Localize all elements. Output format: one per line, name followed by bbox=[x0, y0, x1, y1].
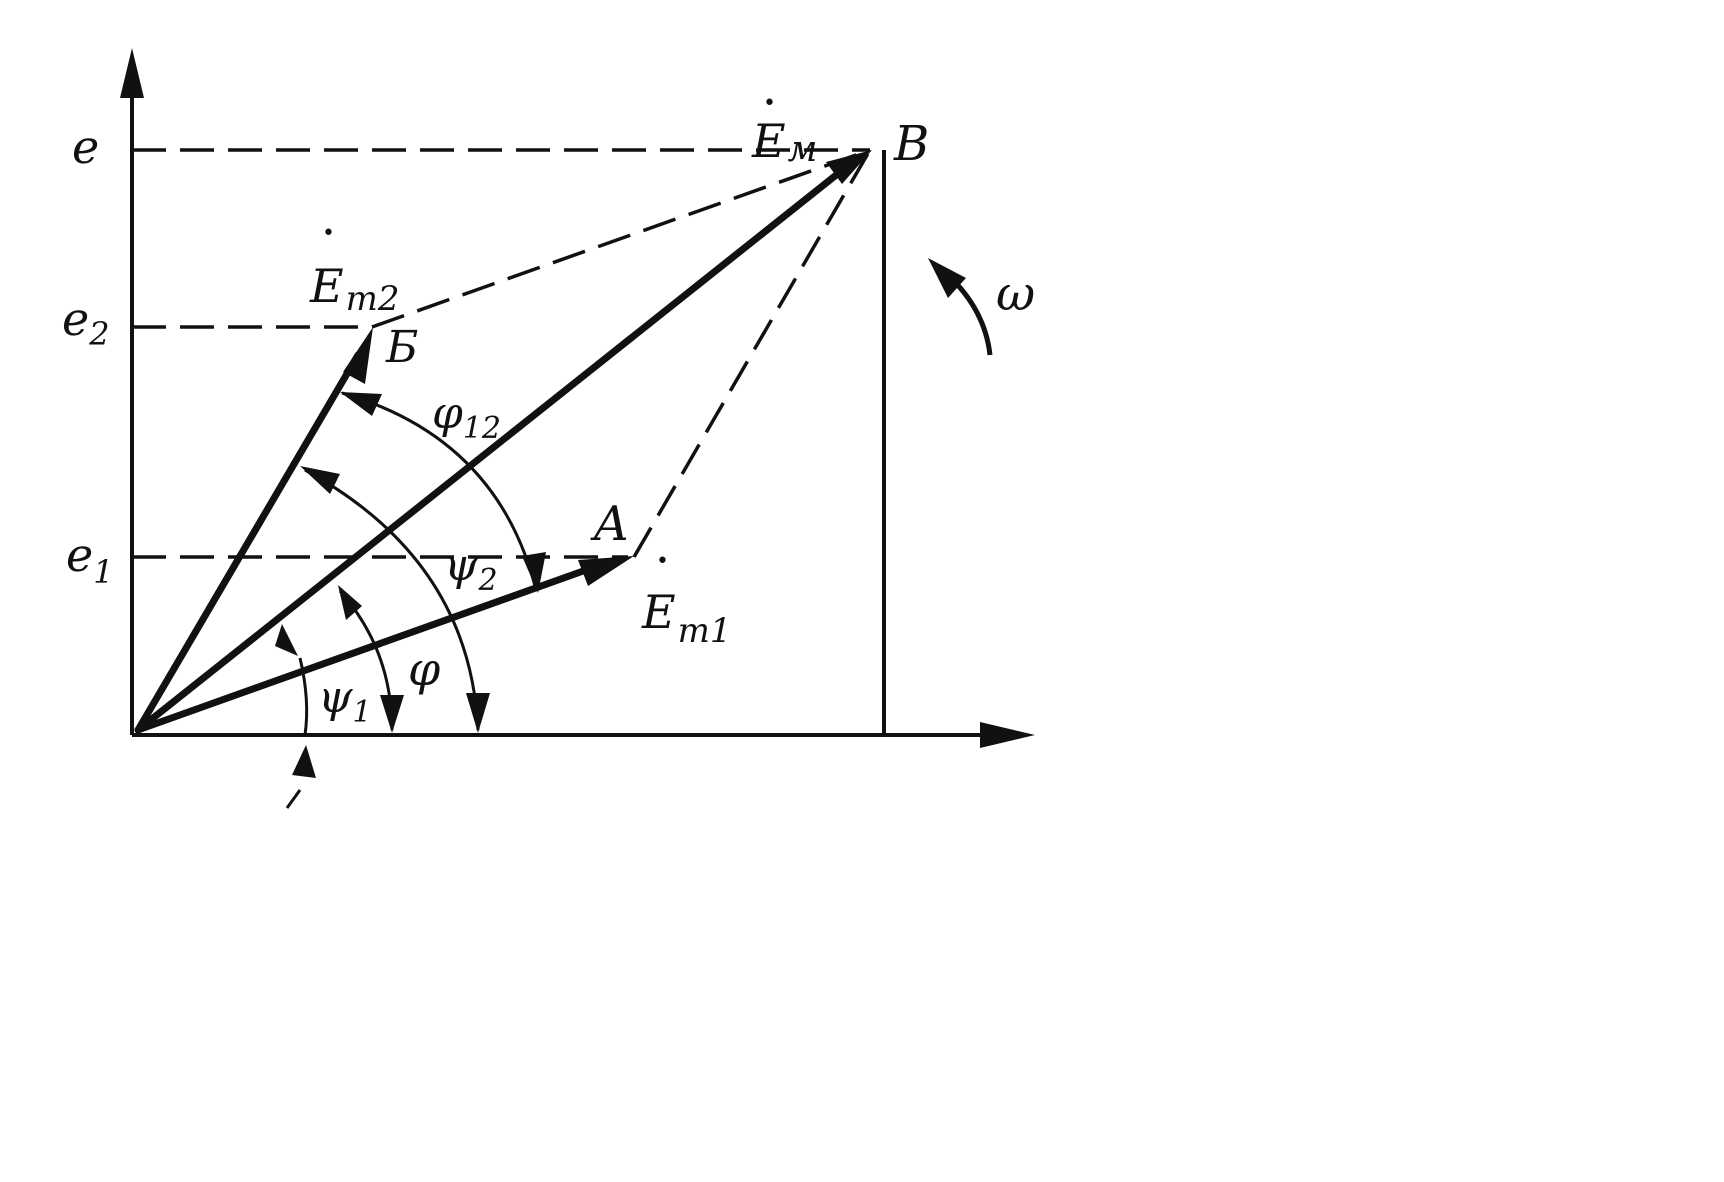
vector-em-dot: • bbox=[763, 91, 776, 116]
rotation-arrowhead bbox=[928, 258, 966, 298]
vector-em bbox=[134, 164, 849, 734]
vector-em-arrowhead bbox=[826, 150, 872, 184]
point-label-v: В bbox=[893, 116, 929, 172]
y-label-e1: e1 bbox=[66, 528, 114, 591]
parallelogram-side-a-v bbox=[632, 149, 872, 558]
angle-arc-phi12 bbox=[341, 391, 538, 591]
vector-em2-label: Em2 bbox=[309, 259, 399, 319]
angle-arc-phi-arrowhead-top bbox=[300, 466, 340, 494]
vector-em-label: Eм bbox=[751, 114, 817, 170]
vector-em1-dot: • bbox=[656, 549, 669, 574]
angle-label-phi12: φ12 bbox=[432, 388, 501, 446]
y-label-e2: e2 bbox=[62, 292, 110, 353]
angle-arc-phi1-tick bbox=[285, 789, 302, 809]
omega-label: ω bbox=[996, 266, 1035, 322]
angle-arc-phi1 bbox=[298, 657, 309, 736]
x-axis-arrowhead bbox=[980, 722, 1035, 748]
vector-em2-dot: • bbox=[322, 221, 335, 246]
point-label-a: A bbox=[590, 496, 629, 552]
angle-arc-phi-arrowhead-bottom bbox=[466, 693, 490, 733]
parallelogram-side-b-v bbox=[371, 148, 871, 329]
angle-arc-phi2-arrowhead-bottom bbox=[380, 695, 404, 733]
y-axis-arrowhead bbox=[120, 48, 144, 98]
angle-arc-phi12-arrowhead-bottom bbox=[522, 552, 546, 593]
angle-label-phi2: ψ2 bbox=[444, 540, 498, 598]
angle-arc-phi1-arrowhead-top bbox=[275, 624, 298, 656]
angle-label-phi1: ψ1 bbox=[318, 672, 372, 730]
angle-arc-phi1-arrowhead-bottom bbox=[292, 745, 316, 778]
angle-arc-phi12-arrowhead-top bbox=[340, 392, 382, 416]
vector-em2 bbox=[134, 351, 362, 734]
vector-em1-arrowhead bbox=[578, 556, 634, 586]
point-label-b: Б bbox=[385, 322, 418, 373]
vector-em1 bbox=[134, 561, 604, 734]
vector-em2-arrowhead bbox=[343, 327, 373, 384]
angle-arc-phi2-arrowhead-top bbox=[338, 585, 362, 620]
angle-label-phi: φ bbox=[408, 642, 441, 696]
vector-em1-label: Em1 bbox=[641, 585, 731, 651]
angle-arc-phi bbox=[304, 468, 480, 731]
y-label-e: e bbox=[72, 120, 99, 174]
